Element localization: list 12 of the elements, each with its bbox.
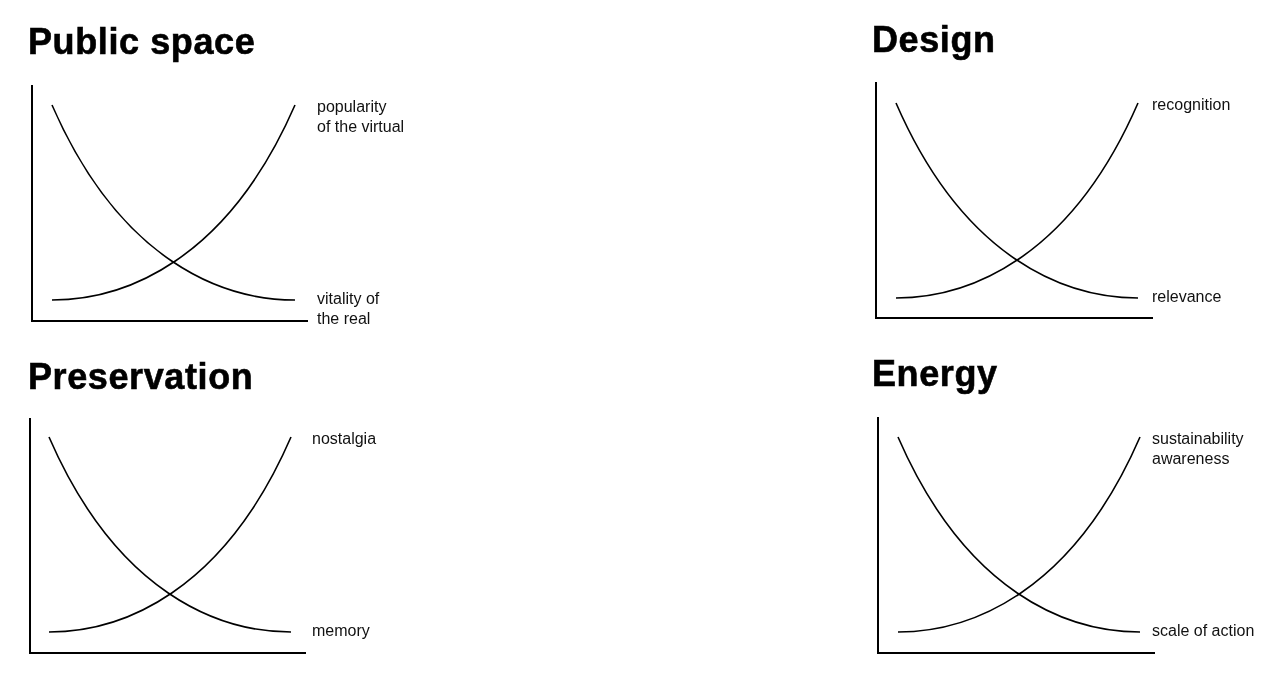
panel-heading: Energy: [872, 356, 998, 392]
curve-label: popularity of the virtual: [317, 97, 405, 137]
panel-heading: Design: [872, 22, 996, 58]
curve-label: vitality of the real: [317, 289, 380, 329]
curve-label: nostalgia: [312, 429, 377, 449]
curve-label: sustainability awareness: [1152, 429, 1244, 469]
curve-label: recognition: [1152, 95, 1231, 115]
curve-label: relevance: [1152, 287, 1222, 307]
curve-label: scale of action: [1152, 621, 1255, 641]
panel-heading: Public space: [28, 24, 256, 60]
curve-label: memory: [312, 621, 370, 641]
panel-heading: Preservation: [28, 359, 254, 395]
